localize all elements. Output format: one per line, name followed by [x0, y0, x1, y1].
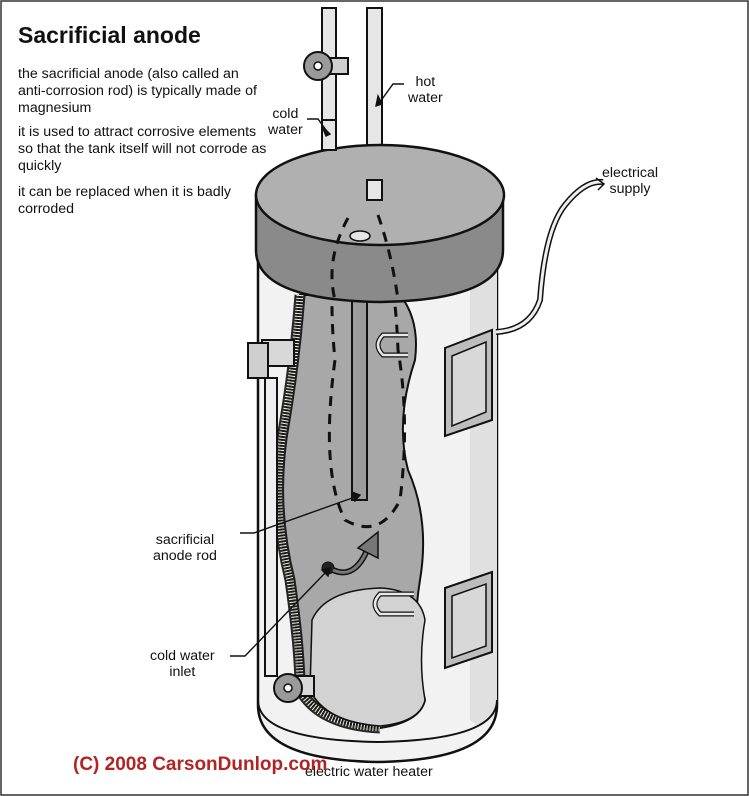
electrical-supply-cable	[495, 177, 606, 335]
note-anode-material: the sacrificial anode (also called an an…	[18, 66, 257, 116]
lower-heating-element	[372, 591, 414, 617]
diagram-title: Sacrificial anode	[18, 22, 201, 48]
label-leaders	[230, 83, 404, 657]
hot-water-pipe-top	[366, 179, 383, 201]
shutoff-valve-icon	[303, 51, 349, 81]
circulation-top-right	[376, 214, 400, 301]
note-anode-purpose: it is used to attract corrosive elements…	[18, 124, 267, 174]
diagram-caption: electric water heater	[305, 764, 433, 780]
upper-heating-element	[375, 332, 408, 358]
copyright-notice: (C) 2008 CarsonDunlop.com	[73, 754, 328, 775]
upper-access-panel	[444, 328, 493, 438]
circulation-top-left	[330, 217, 350, 301]
note-anode-replacement: it can be replaced when it is badly corr…	[18, 184, 231, 217]
sacrificial-anode-rod	[351, 299, 368, 501]
lower-access-panel	[444, 570, 493, 670]
drain-valve-icon	[273, 673, 315, 703]
tank-cutaway	[273, 294, 427, 734]
